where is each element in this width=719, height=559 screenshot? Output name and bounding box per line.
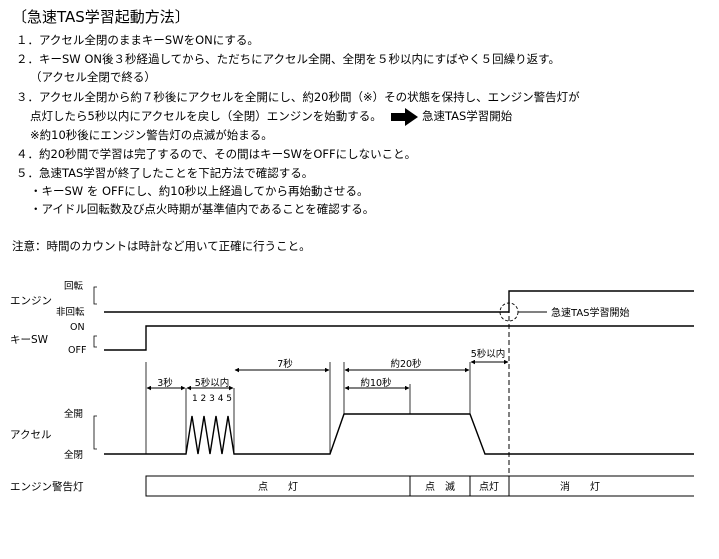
step-5: ５．急速TAS学習が終了したことを下記方法で確認する。 [16, 166, 314, 180]
step-5-item-2: ・アイドル回転数及び点火時期が基準値内であることを確認する。 [30, 202, 375, 216]
key-waveform [104, 325, 694, 351]
engine-high-label: 回転 [64, 281, 84, 292]
interval-7s: 7秒 [277, 358, 293, 370]
step-2-note: （アクセル全閉で終る） [30, 70, 156, 84]
step-3-note: ※約10秒後にエンジン警告灯の点滅が始まる。 [30, 128, 273, 142]
accel-low-label: 全閉 [64, 449, 83, 461]
key-low-label: OFF [68, 345, 86, 356]
interval-5s-b: 5秒以内 [471, 348, 506, 360]
interval-10s: 約10秒 [360, 377, 392, 389]
right-arrow-icon [391, 108, 418, 126]
lamp-state-blink: 点 滅 [425, 481, 455, 493]
interval-arrows [146, 359, 509, 391]
interval-5s: 5秒以内 [195, 377, 230, 389]
pulse-numbers: 1 2 3 4 5 [192, 394, 232, 404]
engine-low-label: 非回転 [56, 306, 85, 318]
page-title: 〔急速TAS学習起動方法〕 [12, 8, 190, 26]
key-label: キーSW [10, 334, 49, 346]
interval-20s: 約20秒 [390, 358, 422, 370]
tas-start-callout: 急速TAS学習開始 [551, 306, 630, 319]
lamp-bar [145, 475, 694, 497]
step-3-result: 急速TAS学習開始 [422, 109, 513, 123]
step-4: ４．約20秒間で学習は完了するので、その間はキーSWをOFFにしないこと。 [16, 147, 417, 161]
lamp-state-on: 点 灯 [258, 481, 298, 493]
accel-waveform [104, 413, 694, 455]
step-2: ２．キーSW ON後３秒経過してから、ただちにアクセル全開、全閉を５秒以内にすば… [16, 52, 561, 66]
step-3: ３．アクセル全閉から約７秒後にアクセルを全開にし、約20秒間（※）その状態を保持… [16, 90, 580, 104]
caution-note: 注意：時間のカウントは時計など用いて正確に行うこと。 [12, 239, 311, 253]
step-1: １．アクセル全閉のままキーSWをONにする。 [16, 33, 259, 47]
key-high-label: ON [70, 322, 85, 333]
engine-label: エンジン [10, 295, 52, 307]
accel-high-label: 全開 [64, 408, 83, 420]
step-5-item-1: ・キーSW を OFFにし、約10秒以上経過してから再始動させる。 [30, 184, 369, 198]
lamp-label: エンジン警告灯 [10, 480, 84, 493]
interval-3s: 3秒 [157, 377, 173, 389]
accel-label: アクセル [10, 429, 51, 441]
guide-lines [145, 362, 471, 454]
lamp-state-off: 消 灯 [560, 480, 600, 493]
step-3-cont: 点灯したら5秒以内にアクセルを戻し（全閉）エンジンを始動する。 [30, 109, 382, 123]
lamp-state-on-2: 点灯 [479, 481, 499, 493]
level-brackets [93, 286, 97, 450]
